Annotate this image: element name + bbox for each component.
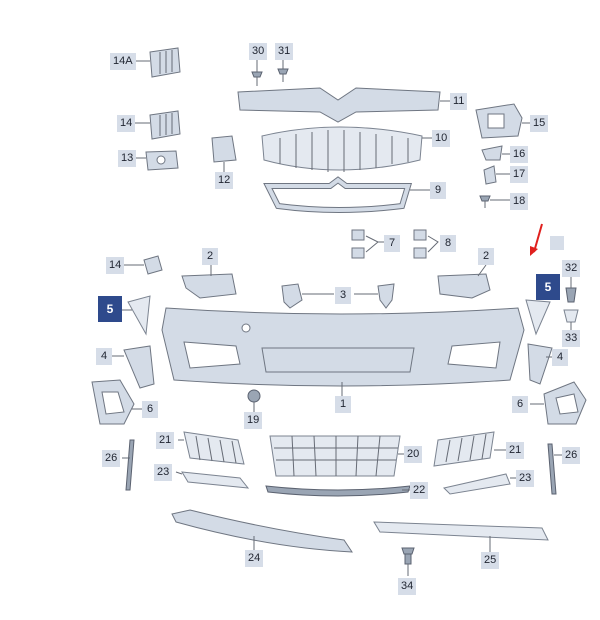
part-5-left-drawing (127, 295, 151, 336)
part-33-drawing (563, 309, 579, 323)
part-22-drawing (265, 485, 411, 497)
part-30-drawing (251, 71, 263, 78)
callout-32: 32 (562, 260, 581, 277)
callout-20: 20 (404, 446, 423, 463)
callout-30: 30 (249, 43, 268, 60)
callout-25: 25 (481, 552, 500, 569)
callout-26-right: 26 (562, 447, 581, 464)
part-7-drawing (351, 229, 365, 241)
callout-2-right: 2 (478, 248, 494, 265)
callout-6-left: 6 (142, 401, 158, 418)
part-31-drawing (277, 68, 289, 75)
part-19-drawing (247, 389, 261, 403)
part-14-drawing (149, 110, 181, 140)
part-26-left-drawing (125, 439, 135, 491)
part-1-drawing (161, 307, 525, 387)
part-24-drawing (171, 509, 353, 553)
part-2-left-drawing (181, 273, 237, 299)
part-21-right-drawing (433, 431, 495, 467)
part-16-drawing (481, 145, 503, 161)
callout-11: 11 (450, 93, 468, 110)
part-10-drawing (261, 126, 423, 171)
callout-18: 18 (510, 193, 529, 210)
callout-23-left: 23 (154, 464, 173, 481)
part-20-drawing (269, 435, 401, 477)
part-32-drawing (565, 287, 577, 303)
callout-3: 3 (335, 287, 351, 304)
callout-14: 14 (117, 115, 136, 132)
callout-7: 7 (384, 235, 400, 252)
part-25-drawing (373, 521, 549, 541)
callout-19: 19 (244, 412, 263, 429)
callout-5-left-highlighted: 5 (98, 296, 122, 322)
callout-4-right: 4 (552, 349, 568, 366)
part-26-right-drawing (547, 443, 557, 495)
callout-31: 31 (275, 43, 294, 60)
part-2-right-drawing (437, 273, 491, 299)
part-4-right-drawing (527, 343, 553, 385)
callout-1: 1 (335, 396, 351, 413)
part-23-left-drawing (181, 471, 250, 489)
callout-22: 22 (410, 482, 429, 499)
part-34-drawing (401, 547, 415, 555)
part-3-right-drawing (377, 283, 395, 309)
part-17-drawing (483, 165, 497, 185)
callout-9: 9 (430, 182, 446, 199)
part-3-left-drawing (281, 283, 303, 309)
callout-5-right-highlighted: 5 (536, 274, 560, 300)
callout-34: 34 (398, 578, 417, 595)
part-14a-drawing (149, 47, 181, 78)
callout-21-left: 21 (156, 432, 175, 449)
part-5-right-drawing (525, 299, 551, 336)
callout-17: 17 (510, 166, 529, 183)
callout-13: 13 (118, 150, 137, 167)
part-4-left-drawing (123, 345, 155, 389)
callout-2-left: 2 (202, 248, 218, 265)
blank-label (550, 236, 564, 250)
callout-10: 10 (432, 130, 451, 147)
part-14-small-drawing (143, 255, 163, 275)
callout-23-right: 23 (516, 470, 535, 487)
callout-16: 16 (510, 146, 529, 163)
callout-6-right: 6 (512, 396, 528, 413)
callout-4-left: 4 (96, 348, 112, 365)
part-18-drawing (479, 195, 491, 202)
part-11-drawing (237, 87, 441, 123)
callout-8: 8 (440, 235, 456, 252)
callout-24: 24 (245, 550, 264, 567)
callout-21-right: 21 (506, 442, 525, 459)
part-8-drawing (413, 229, 427, 241)
part-12-drawing (211, 135, 237, 163)
part-23-right-drawing (443, 473, 511, 495)
callout-33: 33 (562, 330, 581, 347)
callout-26-left: 26 (102, 450, 121, 467)
callout-12: 12 (215, 172, 234, 189)
callout-14-lower: 14 (106, 257, 125, 274)
highlight-arrow (533, 223, 543, 253)
callout-14a: 14A (110, 53, 136, 70)
callout-15: 15 (530, 115, 549, 132)
